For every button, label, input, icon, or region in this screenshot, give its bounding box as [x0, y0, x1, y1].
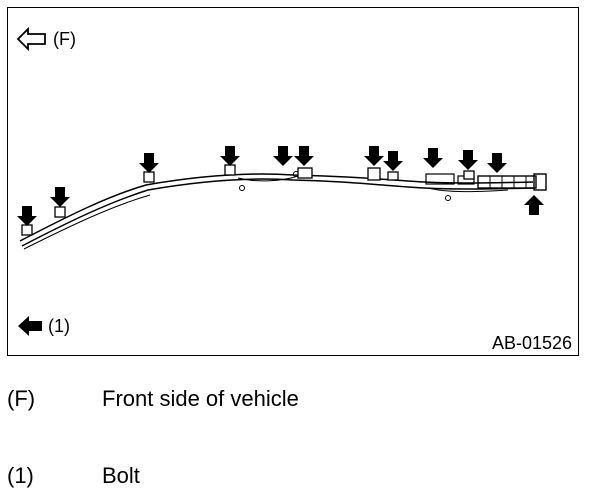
mounting-brackets	[21, 164, 475, 236]
airbag-harness	[19, 171, 547, 250]
bolt-arrow-icon	[220, 146, 240, 166]
bracket	[367, 167, 381, 181]
harness-diagram: (F)	[16, 26, 572, 353]
bolt-arrow-icon	[458, 150, 478, 170]
figure-code: AB-01526	[492, 333, 572, 353]
bolt-arrow-icon	[364, 146, 384, 166]
bracket	[297, 167, 313, 179]
bolt-arrow-icon	[524, 195, 544, 215]
bracket	[54, 206, 66, 218]
bolt-arrow-icon	[423, 148, 443, 168]
legend-key: (1)	[7, 463, 34, 488]
figure-frame: (F)	[7, 7, 579, 356]
bracket	[463, 170, 475, 180]
bolt-arrow-icon	[139, 153, 159, 173]
bracket	[21, 224, 33, 236]
front-arrow-icon	[16, 26, 46, 52]
front-label: (F)	[53, 29, 76, 49]
legend-desc: Bolt	[102, 463, 140, 488]
bracket	[143, 171, 155, 183]
bolt-arrow-group	[17, 146, 544, 226]
legend-desc: Front side of vehicle	[102, 386, 299, 411]
bolt-arrow-icon	[294, 146, 314, 166]
bolt-label: (1)	[48, 316, 70, 336]
bolt-legend-arrow-icon	[18, 316, 42, 336]
bolt-arrow-icon	[50, 187, 70, 207]
bolt-arrow-icon	[17, 206, 37, 226]
bolt-arrow-icon	[487, 153, 507, 173]
bolt-arrow-icon	[383, 151, 403, 171]
bracket	[224, 164, 236, 176]
bracket	[387, 171, 399, 181]
bolt-arrow-icon	[273, 146, 293, 166]
legend-key: (F)	[7, 386, 36, 411]
